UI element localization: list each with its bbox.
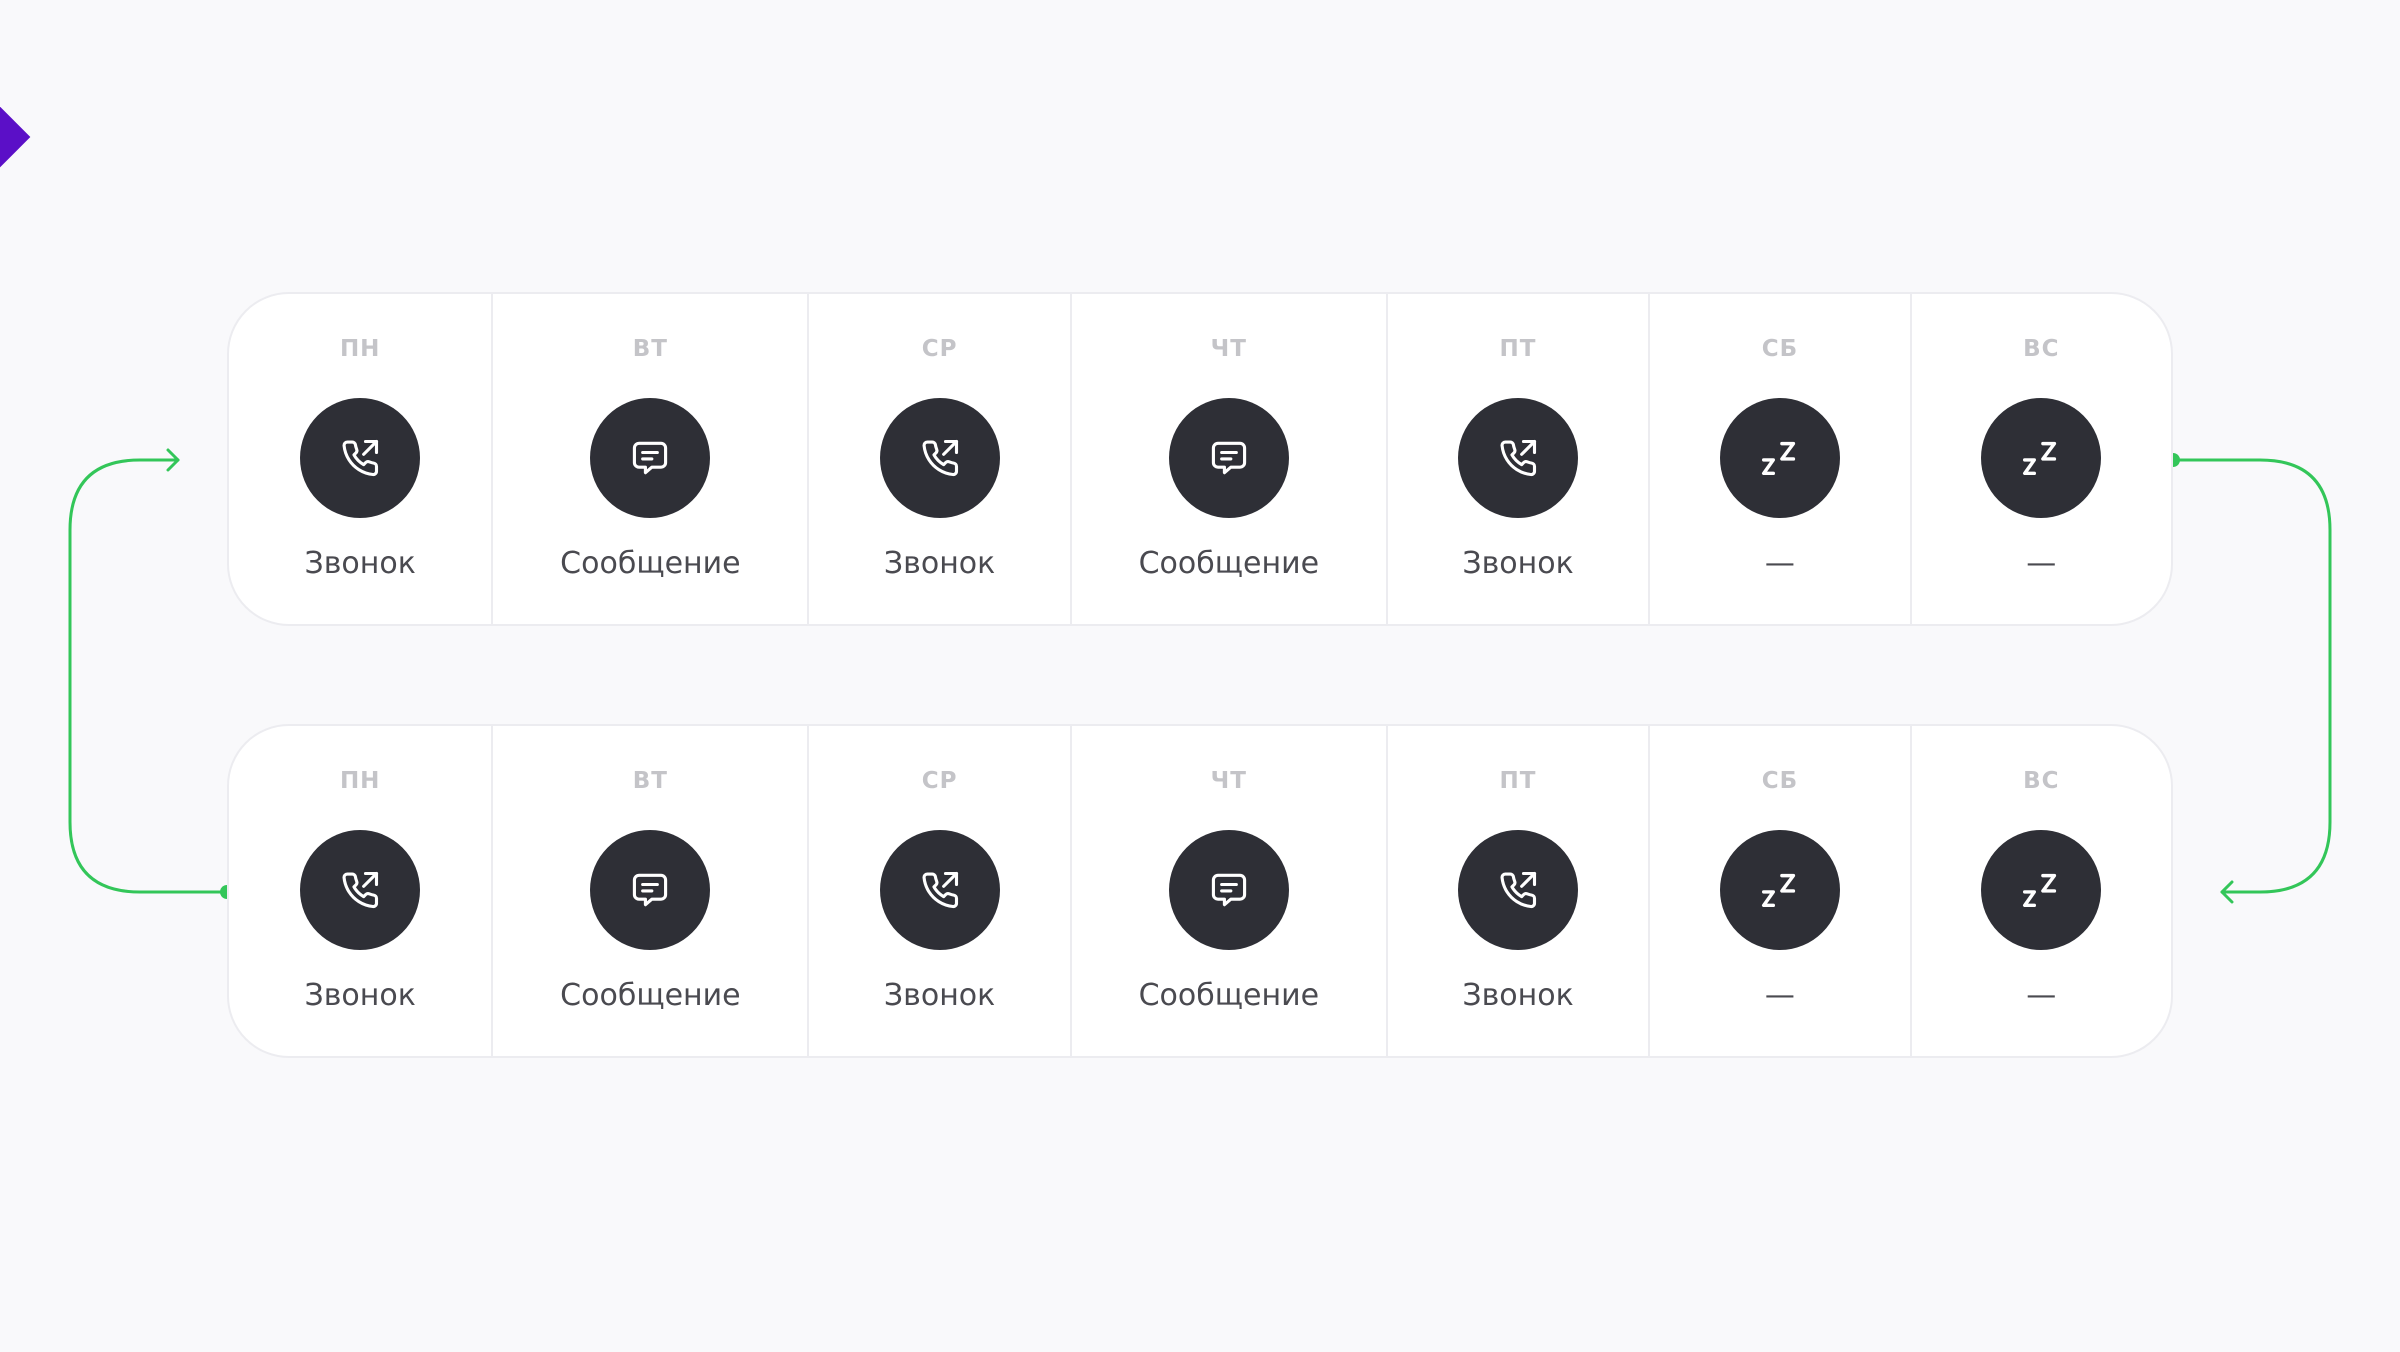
day-of-week-label: ПН <box>339 336 381 362</box>
left-loop-arrowhead <box>166 448 180 472</box>
day-of-week-label: ПН <box>339 768 381 794</box>
day-cell: ВТ Сообщение <box>491 726 807 1056</box>
action-label: Сообщение <box>1138 546 1320 581</box>
phone-outgoing-icon <box>1458 398 1579 518</box>
day-of-week-label: ЧТ <box>1210 768 1247 794</box>
day-of-week-label: ПТ <box>1499 768 1537 794</box>
sleep-icon <box>1981 830 2102 950</box>
day-of-week-label: ВС <box>2023 768 2060 794</box>
phone-outgoing-icon <box>300 830 421 950</box>
action-label: Звонок <box>1462 546 1574 581</box>
week-row-1: ПН Звонок ВТ Сообщение СР Звонок ЧТ Сообщение ПТ… <box>227 292 2173 626</box>
message-icon <box>590 398 711 518</box>
left-loop-connector <box>68 458 229 894</box>
day-cell: ВС — <box>1909 726 2171 1056</box>
message-icon <box>1168 398 1289 518</box>
day-cell: ЧТ Сообщение <box>1069 294 1386 624</box>
day-of-week-label: СР <box>921 768 958 794</box>
day-cell: СБ — <box>1648 294 1909 624</box>
day-cell: ПТ Звонок <box>1385 726 1648 1056</box>
action-label: — <box>2026 978 2057 1013</box>
action-label: — <box>2026 546 2057 581</box>
right-loop-connector <box>2171 458 2332 894</box>
sleep-icon <box>1719 830 1840 950</box>
day-of-week-label: ПТ <box>1499 336 1537 362</box>
day-of-week-label: ЧТ <box>1210 336 1247 362</box>
phone-outgoing-icon <box>300 398 421 518</box>
action-label: Сообщение <box>560 978 741 1013</box>
action-label: Звонок <box>883 978 996 1013</box>
day-cell: ВТ Сообщение <box>491 294 807 624</box>
day-of-week-label: ВС <box>2023 336 2060 362</box>
message-icon <box>1168 830 1289 950</box>
day-cell: СБ — <box>1648 726 1909 1056</box>
message-icon <box>590 830 711 950</box>
day-of-week-label: СБ <box>1761 336 1799 362</box>
day-cell: ПН Звонок <box>229 294 491 624</box>
day-of-week-label: СР <box>921 336 958 362</box>
sleep-icon <box>1719 398 1840 518</box>
sleep-icon <box>1981 398 2102 518</box>
phone-outgoing-icon <box>879 398 1000 518</box>
action-label: Сообщение <box>1138 978 1320 1013</box>
action-label: Звонок <box>1462 978 1574 1013</box>
week-row-2: ПН Звонок ВТ Сообщение СР Звонок ЧТ Сообщение ПТ… <box>227 724 2173 1058</box>
day-of-week-label: ВТ <box>632 336 669 362</box>
action-label: Сообщение <box>560 546 741 581</box>
day-of-week-label: ВТ <box>632 768 669 794</box>
day-cell: ПН Звонок <box>229 726 491 1056</box>
day-cell: ВС — <box>1909 294 2171 624</box>
day-cell: СР Звонок <box>807 294 1069 624</box>
right-loop-arrowhead <box>2220 880 2234 904</box>
day-cell: ПТ Звонок <box>1385 294 1648 624</box>
action-label: Звонок <box>883 546 996 581</box>
action-label: Звонок <box>304 978 416 1013</box>
action-label: — <box>1764 546 1795 581</box>
day-cell: СР Звонок <box>807 726 1069 1056</box>
day-of-week-label: СБ <box>1761 768 1799 794</box>
action-label: Звонок <box>304 546 416 581</box>
day-cell: ЧТ Сообщение <box>1069 726 1386 1056</box>
action-label: — <box>1764 978 1795 1013</box>
phone-outgoing-icon <box>1458 830 1579 950</box>
phone-outgoing-icon <box>879 830 1000 950</box>
